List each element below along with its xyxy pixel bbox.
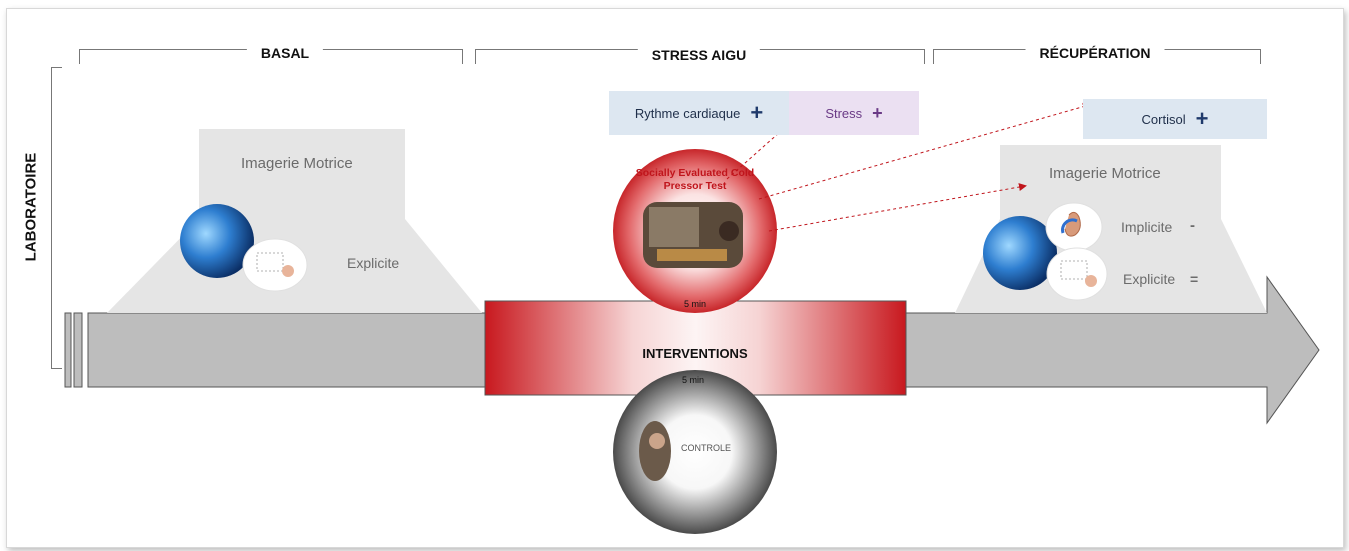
recovery-implicit-sign: - <box>1190 217 1195 234</box>
basal-explicit: Explicite <box>347 255 400 271</box>
phase-recovery: RÉCUPÉRATION <box>1025 45 1165 61</box>
stress-box: Stress + <box>789 91 919 135</box>
hand-screen-image-recovery <box>1046 247 1108 301</box>
heart-rate-box: Rythme cardiaque + <box>609 91 789 135</box>
recovery-explicit: Explicite <box>1123 271 1176 287</box>
start-bar-1 <box>64 312 72 388</box>
cortisol-label: Cortisol <box>1141 111 1186 127</box>
stress-test-name: Socially Evaluated Cold Pressor Test <box>635 167 755 192</box>
arrow-to-stress <box>726 122 791 180</box>
recovery-implicit: Implicite <box>1121 219 1173 235</box>
stress-test-duration: 5 min <box>683 299 707 309</box>
control-circle <box>613 370 777 534</box>
recovery-explicit-sign: = <box>1190 271 1199 287</box>
cortisol-box: Cortisol + <box>1083 99 1267 139</box>
diagram-frame: BASAL STRESS AIGU RÉCUPÉRATION LABORATOI… <box>6 8 1344 548</box>
stress-label: Stress <box>825 105 863 121</box>
heart-rate-label: Rythme cardiaque <box>634 105 741 121</box>
brain-image-basal <box>180 204 254 278</box>
brain-image-recovery <box>983 216 1057 290</box>
phase-stress: STRESS AIGU <box>637 47 761 63</box>
start-bar-2 <box>73 312 83 388</box>
control-duration: 5 min <box>681 375 705 385</box>
hand-screen-image-basal <box>242 238 308 292</box>
interventions-label: INTERVENTIONS <box>642 346 748 361</box>
timeline-arrow <box>64 102 1320 534</box>
control-photo <box>639 421 671 481</box>
arrow-to-recovery <box>768 183 1027 232</box>
heart-rate-plus: + <box>750 100 764 125</box>
cortisol-plus: + <box>1195 106 1209 131</box>
phase-basal: BASAL <box>246 45 324 61</box>
side-label: LABORATOIRE <box>22 146 40 268</box>
control-label: CONTROLE <box>681 443 732 453</box>
basal-title: Imagerie Motrice <box>241 155 353 172</box>
recovery-title: Imagerie Motrice <box>1049 165 1161 182</box>
stress-plus: + <box>872 103 883 123</box>
laboratoire-bracket <box>51 67 62 369</box>
